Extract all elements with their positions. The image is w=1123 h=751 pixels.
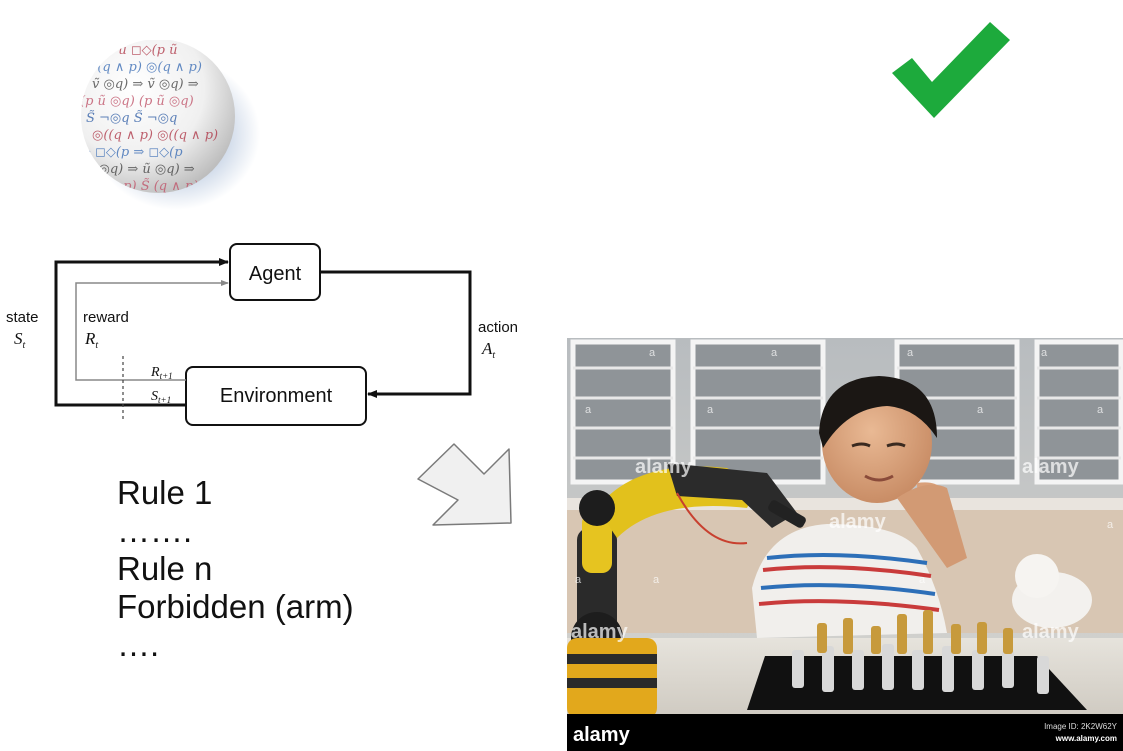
rule-item: ……. [117,512,193,549]
next-reward-symbol: Rt+1 [150,365,173,381]
checkmark-icon [886,18,1016,123]
sphere-glyph-row: ṽ ◎q) ⇒ ṽ ◎q) ⇒ [92,77,199,92]
watermark-mark: a [907,347,914,359]
footer-url: www.alamy.com [1055,734,1117,743]
watermark-mark: a [919,574,926,586]
sphere-glyphs: ◻◇(p ũ ◻◇(p ũ ◎(q ∧ p) ◎(q ∧ p) ṽ ◎q) ⇒ ṽ … [80,43,218,193]
watermark-logo: alamy [635,456,693,478]
watermark-mark: a [1107,519,1114,531]
rule-item: Rule 1 [117,474,213,511]
action-symbol: At [481,339,495,361]
watermark-logo: alamy [1022,621,1080,643]
photo-footer [567,714,1123,751]
reward-label: reward [83,309,129,326]
reward-symbol: Rt [84,329,98,351]
watermark-logo: alamy [571,621,629,643]
watermark-mark: a [585,404,592,416]
watermark-mark: a [1041,347,1048,359]
sphere-glyph-row: ũ ◎q) ⇒ ũ ◎q) ⇒ [86,162,195,177]
robot-arm [567,463,806,718]
rule-item: Rule n [117,550,213,587]
footer-brand: alamy [573,724,631,746]
sphere-glyph-row: ⇒ ◻◇(p ⇒ ◻◇(p [80,145,183,160]
action-label: action [478,319,518,336]
agent-environment-diagram: Agent Environment state St reward Rt Rt+… [0,236,545,426]
action-arrow [320,270,472,398]
rule-item: Forbidden (arm) [117,588,354,625]
reward-arrow [75,280,229,381]
sphere-body [81,39,235,193]
watermark-logo: alamy [829,511,887,533]
footer-image-id: Image ID: 2K2W62Y [1044,722,1118,731]
sphere-glyph-row: ◎((q ∧ p) ◎((q ∧ p) [92,128,218,143]
watermark-mark: a [771,347,778,359]
watermark-mark: a [707,404,714,416]
next-state-symbol: St+1 [151,389,171,405]
state-arrow [54,258,229,407]
environment-label: Environment [220,385,333,407]
sphere-glyph-row: S̃ ¬◎q S̃ ¬◎q [86,110,177,126]
environment-box [185,366,367,426]
state-label: state [6,309,39,326]
rule-item: …. [117,626,160,663]
stock-photo-boy-robot-chess: a a a a a a a a alamy alamy alamy alamy … [567,338,1123,751]
watermark-logo: alamy [1022,456,1080,478]
logic-sphere-image: ◻◇(p ũ ◻◇(p ũ ◎(q ∧ p) ◎(q ∧ p) ṽ ◎q) ⇒ ṽ … [70,39,270,210]
agent-label: Agent [249,263,302,285]
watermark-mark: a [1097,404,1104,416]
rules-list: Rule 1 ……. Rule n Forbidden (arm) …. [117,474,417,664]
state-symbol: St [14,329,26,351]
watermark-mark: a [649,347,656,359]
watermark-mark: a [653,574,660,586]
sphere-glyph-row: ◎(q ∧ p) ◎(q ∧ p) [86,60,202,75]
watermark-mark: a [977,404,984,416]
down-right-arrow-icon [413,433,523,533]
sphere-glyph-row: ◻◇(p ũ ◻◇(p ũ [80,43,178,58]
watermark-mark: a [575,574,582,586]
sphere-glyph-row: (p ũ ◎q) (p ũ ◎q) [80,94,194,109]
